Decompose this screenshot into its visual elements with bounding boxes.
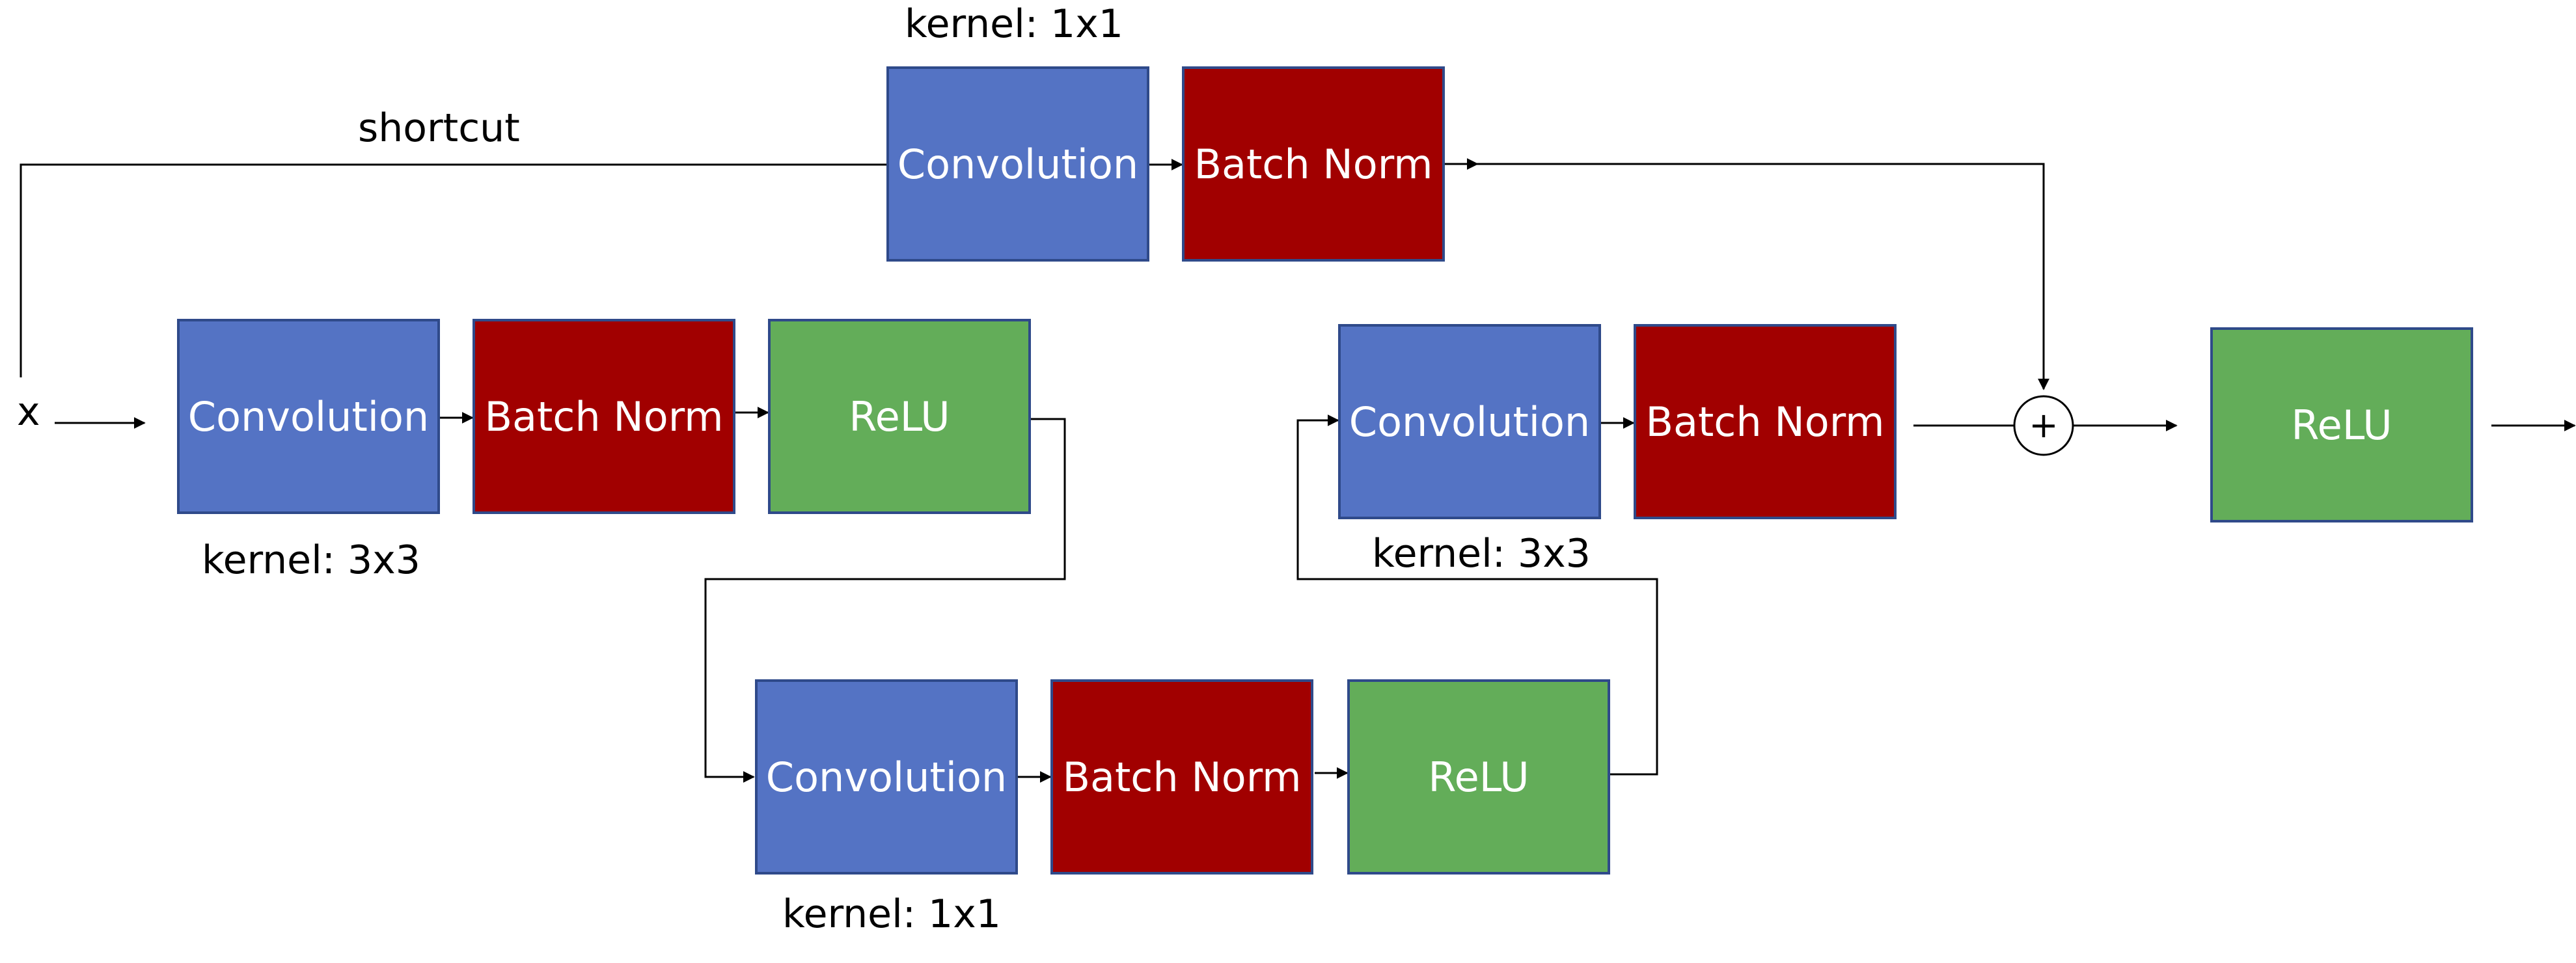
convolution-block-1: Convolution xyxy=(177,319,440,514)
add-node xyxy=(2013,395,2074,456)
shortcut-label: shortcut xyxy=(358,105,520,151)
kernel-label-block1: kernel: 3x3 xyxy=(202,537,420,583)
relu-block-2: ReLU xyxy=(1347,679,1610,875)
batch-norm-block-3: Batch Norm xyxy=(1634,324,1897,519)
shortcut-to-add-line xyxy=(1477,163,2049,390)
batch-norm-block-1: Batch Norm xyxy=(473,319,735,514)
shortcut-batch-norm-block: Batch Norm xyxy=(1182,66,1445,262)
convolution-block-2: Convolution xyxy=(755,679,1018,875)
kernel-label-shortcut: kernel: 1x1 xyxy=(905,1,1123,47)
kernel-label-block2: kernel: 1x1 xyxy=(782,891,1001,937)
batch-norm-block-2: Batch Norm xyxy=(1050,679,1313,875)
line-relu1-to-conv2 xyxy=(704,418,1066,783)
convolution-block-3: Convolution xyxy=(1338,324,1601,519)
relu-output-block: ReLU xyxy=(2210,327,2473,522)
relu-block-1: ReLU xyxy=(768,319,1031,514)
shortcut-line xyxy=(20,163,886,377)
add-symbol: + xyxy=(2029,405,2059,446)
input-label: x xyxy=(17,389,40,435)
shortcut-convolution-block: Convolution xyxy=(886,66,1149,262)
kernel-label-block3: kernel: 3x3 xyxy=(1372,531,1591,576)
line-relu2-to-conv3 xyxy=(1296,414,1658,776)
